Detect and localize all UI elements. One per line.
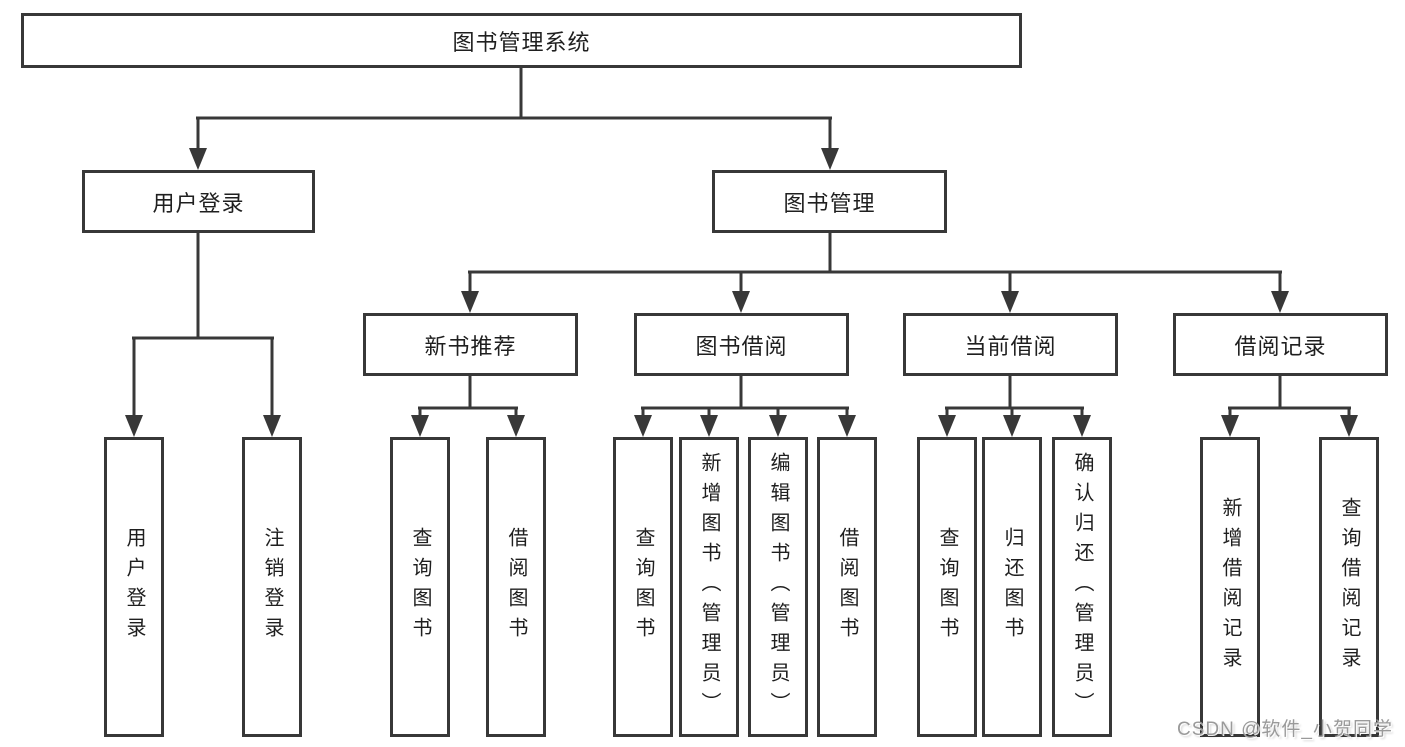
leaf-query-books-recommend: 查询图书 bbox=[390, 437, 450, 737]
node-new-book-recommend: 新书推荐 bbox=[363, 313, 578, 376]
leaf-query-books-current: 查询图书 bbox=[917, 437, 977, 737]
leaf-user-login: 用户登录 bbox=[104, 437, 164, 737]
leaf-confirm-return-admin: 确认归还（管理员） bbox=[1052, 437, 1112, 737]
leaf-query-borrow-record: 查询借阅记录 bbox=[1319, 437, 1379, 737]
node-current-borrow: 当前借阅 bbox=[903, 313, 1118, 376]
leaf-borrow-books-recommend: 借阅图书 bbox=[486, 437, 546, 737]
leaf-edit-book-admin: 编辑图书（管理员） bbox=[748, 437, 808, 737]
leaf-add-book-admin: 新增图书（管理员） bbox=[679, 437, 739, 737]
node-user-login: 用户登录 bbox=[82, 170, 315, 233]
leaf-logout: 注销登录 bbox=[242, 437, 302, 737]
leaf-return-book: 归还图书 bbox=[982, 437, 1042, 737]
csdn-watermark: CSDN @软件_小贺同学 bbox=[1177, 719, 1393, 740]
node-borrow-records: 借阅记录 bbox=[1173, 313, 1388, 376]
leaf-borrow-books: 借阅图书 bbox=[817, 437, 877, 737]
node-book-borrow: 图书借阅 bbox=[634, 313, 849, 376]
node-root: 图书管理系统 bbox=[21, 13, 1022, 68]
leaf-query-books-borrow: 查询图书 bbox=[613, 437, 673, 737]
leaf-add-borrow-record: 新增借阅记录 bbox=[1200, 437, 1260, 737]
node-book-management: 图书管理 bbox=[712, 170, 947, 233]
